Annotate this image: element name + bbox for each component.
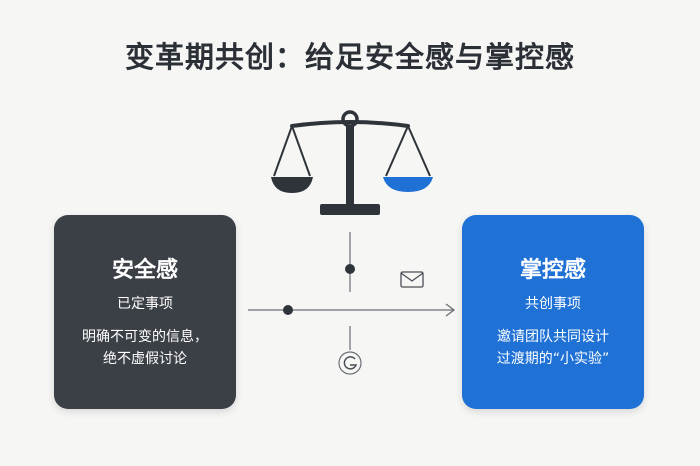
control-card-heading: 掌控感: [519, 258, 586, 283]
control-card-subheading: 共创事项: [525, 296, 581, 312]
mail-icon: [400, 271, 424, 288]
control-card-desc-line1: 邀请团队共同设计: [497, 329, 609, 345]
balance-scale-icon: [271, 110, 433, 215]
control-card: 掌控感 共创事项 邀请团队共同设计 过渡期的“小实验”: [462, 215, 644, 409]
connector-diagram: [248, 232, 456, 375]
security-card: 安全感 已定事项 明确不可变的信息， 绝不虚假讨论: [54, 215, 236, 409]
refresh-icon: [338, 351, 362, 375]
control-card-desc-line2: 过渡期的“小实验”: [496, 351, 610, 367]
security-card-description: 明确不可变的信息， 绝不虚假讨论: [64, 326, 226, 370]
horizontal-dot: [283, 305, 293, 315]
security-card-desc-line1: 明确不可变的信息，: [82, 329, 208, 345]
vertical-dot: [345, 264, 355, 274]
security-card-desc-line2: 绝不虚假讨论: [103, 351, 187, 367]
control-card-description: 邀请团队共同设计 过渡期的“小实验”: [472, 326, 634, 370]
security-card-heading: 安全感: [111, 258, 178, 283]
arrow-right-icon: [445, 303, 456, 317]
security-card-subheading: 已定事项: [117, 296, 173, 312]
page-title: 变革期共创：给足安全感与掌控感: [124, 40, 575, 74]
